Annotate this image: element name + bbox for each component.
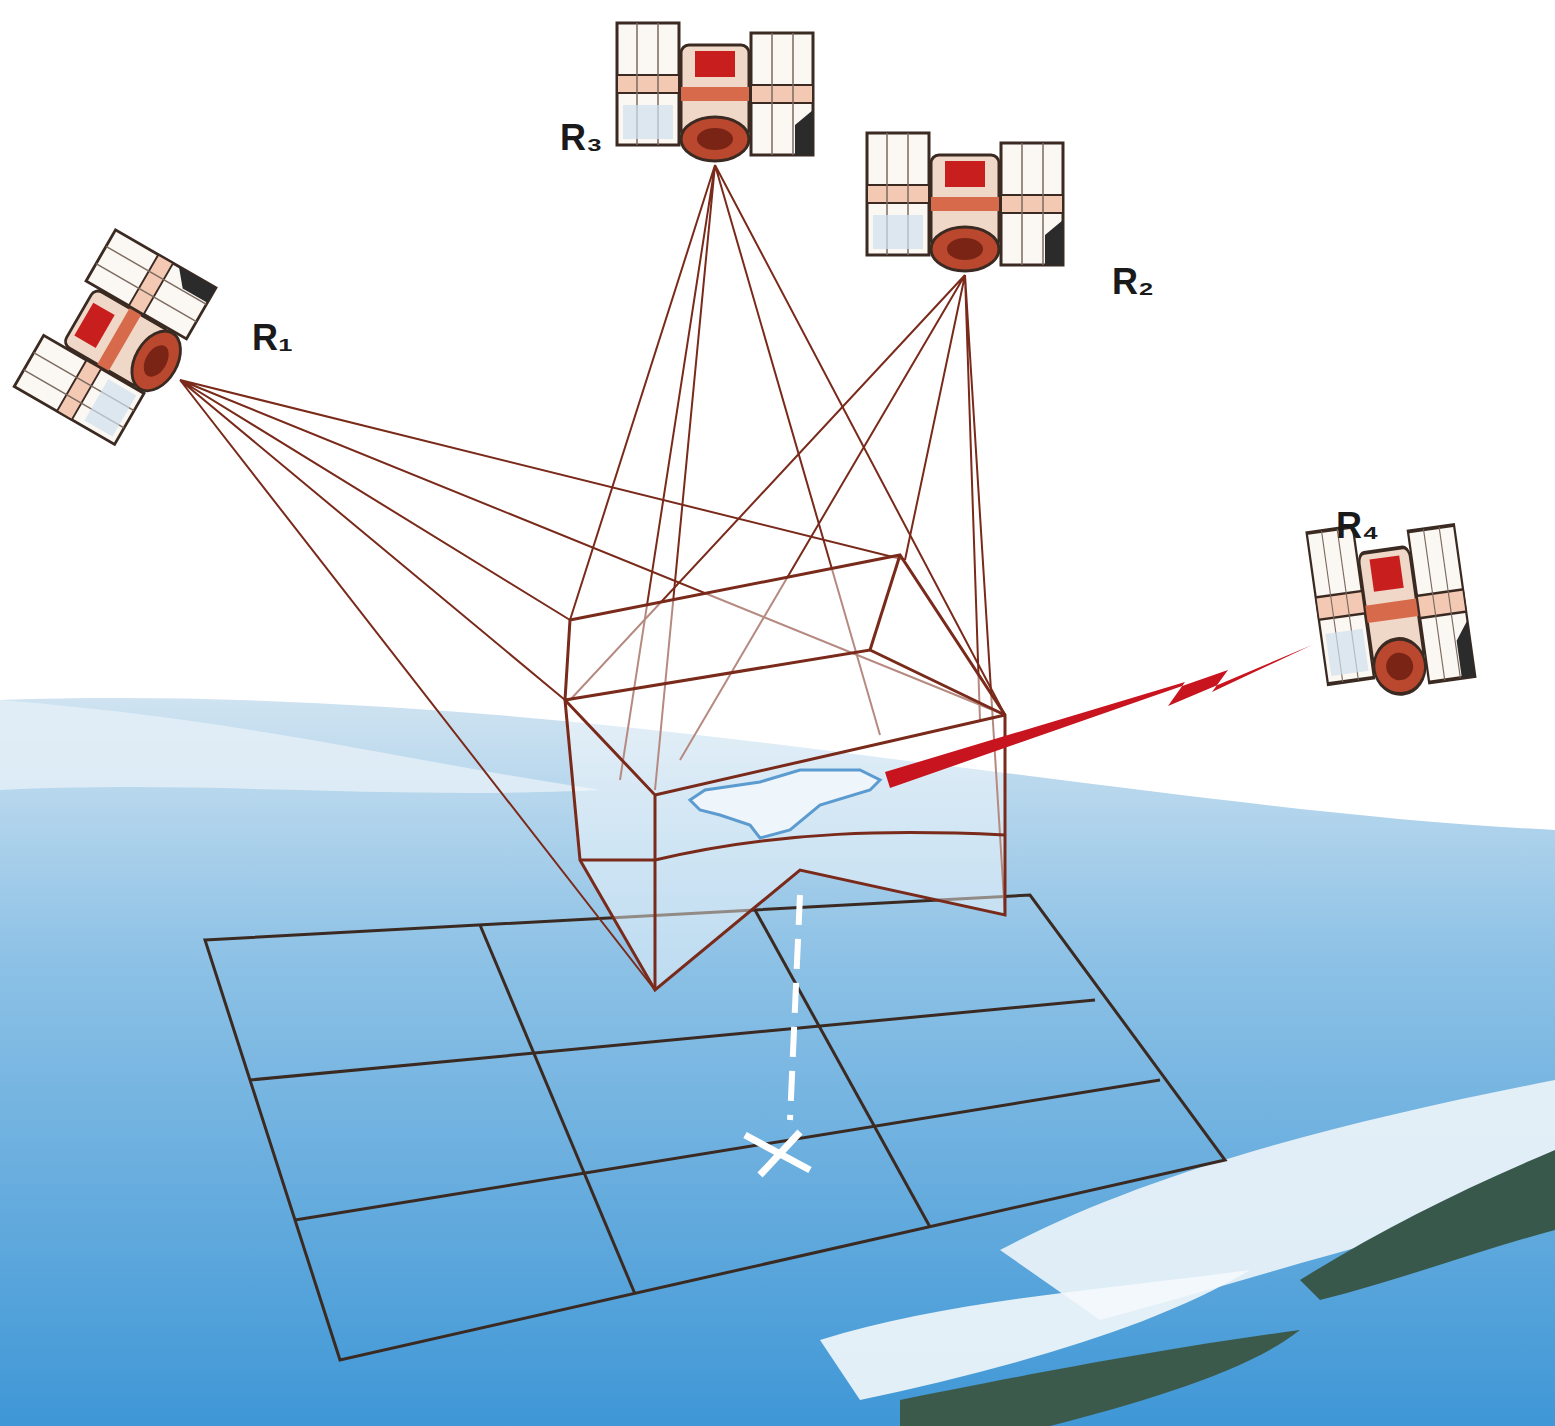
- satellite-label: R₂: [1112, 262, 1154, 302]
- satellite-label: R₁: [252, 318, 293, 358]
- satellite-label: R₄: [1336, 506, 1379, 546]
- satellite-label: R₃: [560, 118, 603, 158]
